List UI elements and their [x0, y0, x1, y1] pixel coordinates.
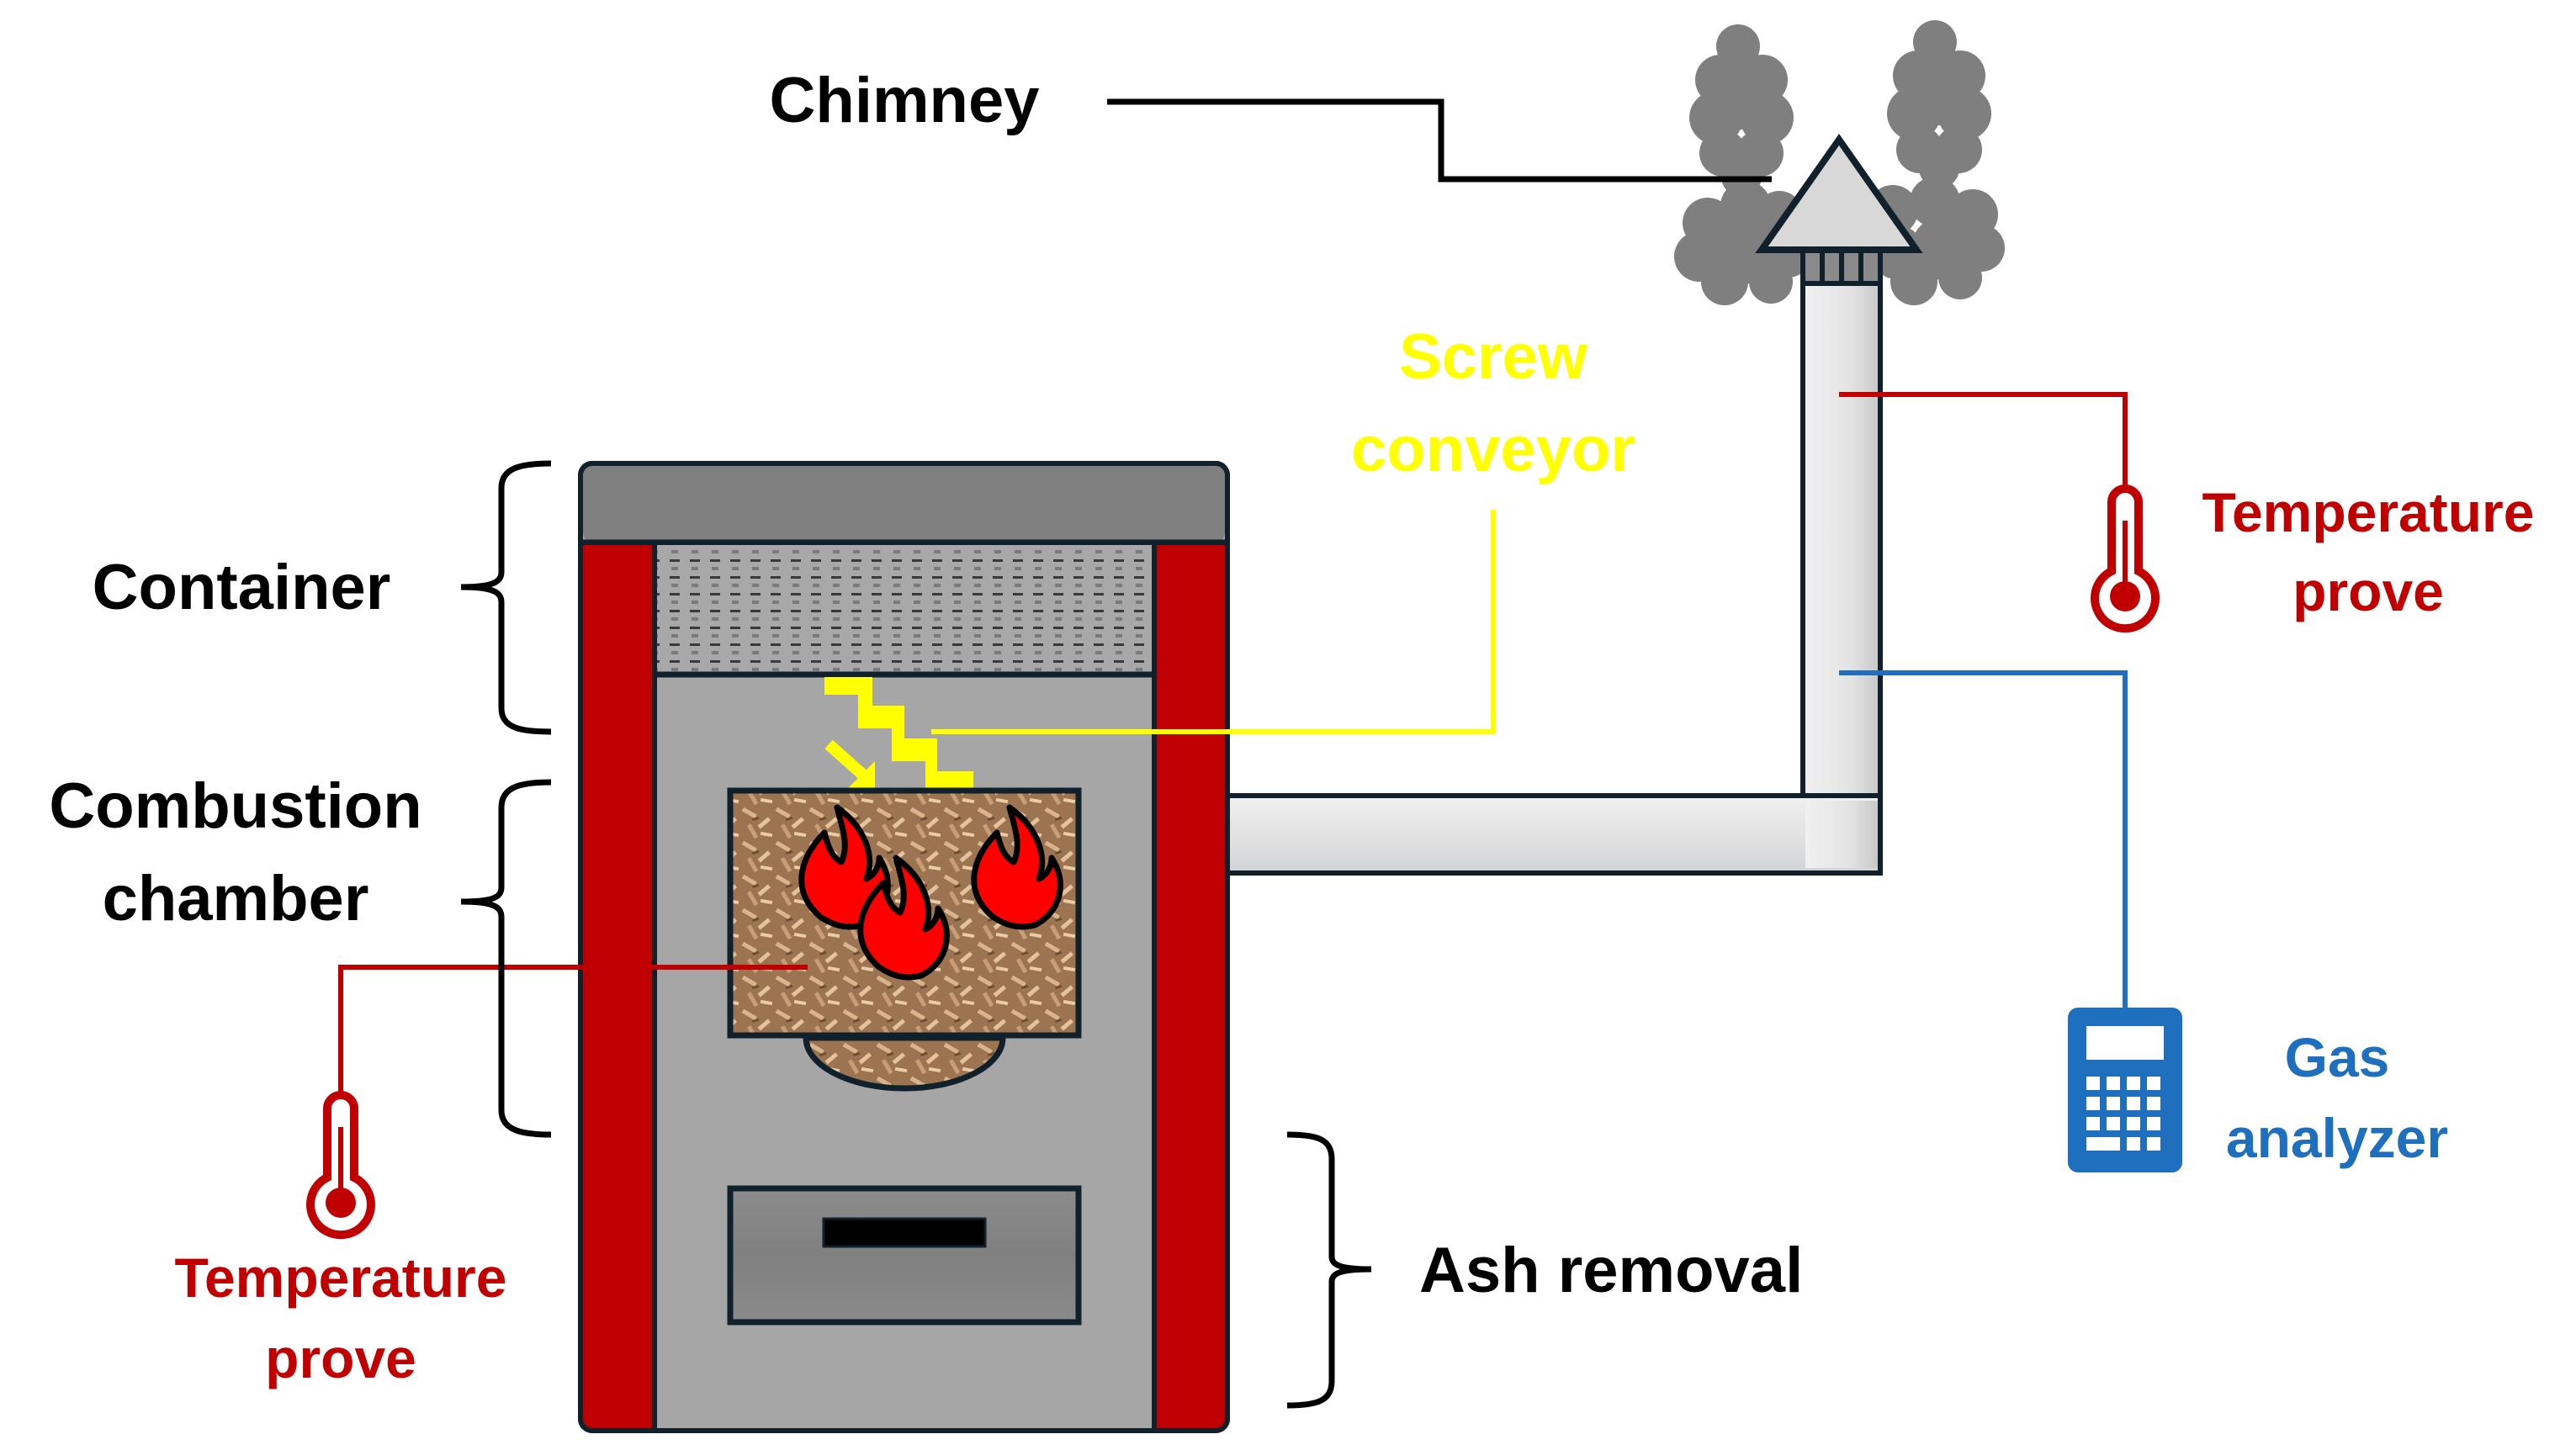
flue-temp-probe-label-line1: Temperature — [2202, 481, 2535, 543]
smoke-cloud-upper-right — [1887, 20, 1991, 188]
smoke-cloud-lower-right — [1868, 177, 2005, 305]
screw-conveyor-label-line1: Screw — [1399, 321, 1588, 393]
chamber-temp-probe-label-line1: Temperature — [175, 1246, 507, 1309]
burner-bowl — [803, 1035, 1006, 1092]
combustion-chamber-label-line2: chamber — [103, 863, 369, 934]
ash-removal-label: Ash removal — [1419, 1235, 1803, 1306]
ash-drawer-handle — [822, 1217, 987, 1248]
container-brace — [460, 460, 552, 735]
chimney-leader-line — [1107, 98, 1772, 183]
flue-temp-probe-label-line2: prove — [2292, 560, 2444, 622]
screw-conveyor-label-line2: conveyor — [1351, 414, 1635, 485]
casing-left — [583, 545, 655, 1428]
chamber-temp-probe-label-line2: prove — [265, 1327, 416, 1389]
flue-temp-probe-line — [1839, 392, 2128, 487]
gas-analyzer-label-line1: Gas — [2285, 1026, 2390, 1088]
flue-pipe-vertical — [1800, 280, 1883, 876]
chamber-temp-probe-line — [338, 965, 808, 1093]
feed-arrow-icon — [824, 739, 875, 791]
smoke-cloud-upper-left — [1689, 24, 1794, 197]
chimney-label: Chimney — [770, 65, 1040, 136]
container-label: Container — [93, 552, 391, 623]
thermometer-icon — [306, 1091, 375, 1240]
flue-pipe — [1225, 280, 1883, 876]
combustion-chamber-brace — [460, 779, 552, 1138]
screw-conveyor-icon — [824, 677, 973, 791]
thermometer-icon — [2091, 484, 2160, 633]
boiler-top-cap — [583, 466, 1225, 542]
gas-analyzer-probe-line — [1839, 670, 2128, 1008]
chimney-cap — [1755, 134, 1923, 286]
gas-analyzer-label-line2: analyzer — [2226, 1107, 2448, 1169]
flue-pipe-horizontal — [1225, 793, 1883, 876]
flame-icon — [798, 804, 1063, 981]
flame-right — [971, 804, 1063, 930]
gas-analyzer-icon — [2068, 1008, 2182, 1172]
pellet-container — [657, 545, 1152, 674]
ash-removal-brace — [1286, 1131, 1372, 1409]
combustion-chamber-label-line1: Combustion — [49, 770, 421, 842]
ash-drawer — [727, 1185, 1082, 1326]
casing-right — [1154, 545, 1225, 1428]
boiler — [578, 461, 1230, 1433]
flame-center — [857, 855, 950, 981]
chimney-cap-triangle — [1755, 134, 1923, 253]
screw-conveyor-leader-line — [931, 510, 1496, 734]
